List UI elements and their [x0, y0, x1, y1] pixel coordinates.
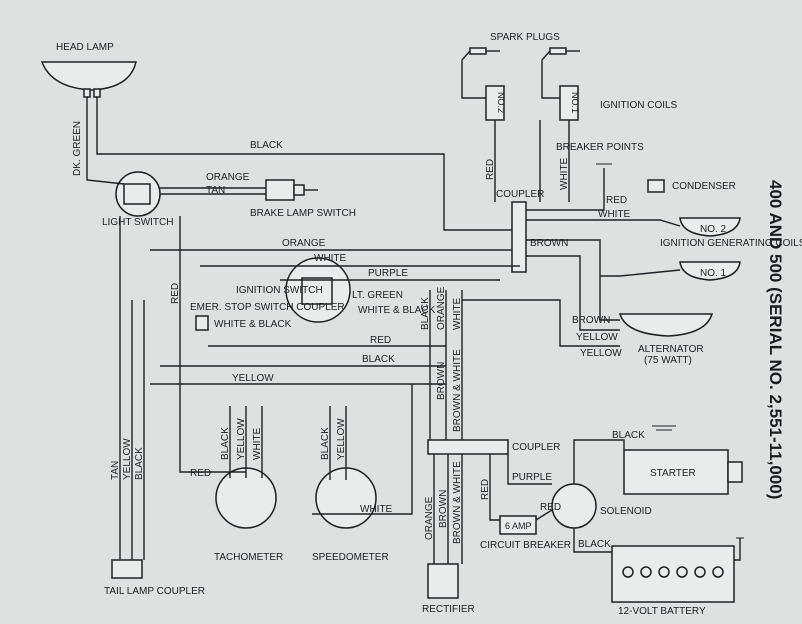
lower-brown-label: BROWN	[438, 490, 449, 528]
alt-yellow-2-label: YELLOW	[580, 348, 622, 359]
wire-dk-green-label: DK. GREEN	[72, 121, 83, 176]
tail-lamp-coupler-label: TAIL LAMP COUPLER	[104, 586, 205, 597]
wire-white-black-label: WHITE & BLACK	[358, 305, 436, 316]
starter	[623, 449, 743, 495]
battery	[611, 545, 735, 603]
alternator-label: ALTERNATOR	[638, 344, 704, 355]
solenoid-purple-label: PURPLE	[512, 472, 552, 483]
breaker-white-label: WHITE	[598, 209, 631, 220]
upper-coupler-label: COUPLER	[496, 189, 544, 200]
light-switch	[115, 171, 161, 217]
coupler-brown-label: BROWN	[530, 238, 568, 249]
tach-black-label: BLACK	[220, 427, 231, 460]
wire-network	[86, 50, 741, 564]
coil-no1-label: NO.1	[570, 92, 580, 113]
wire-orange-long-label: ORANGE	[282, 238, 326, 249]
solenoid-label: SOLENOID	[600, 506, 652, 517]
bundle-brown-white-label: BROWN & WHITE	[452, 349, 463, 432]
gen-no2-label: NO. 2	[700, 224, 727, 235]
light-switch-label: LIGHT SWITCH	[102, 217, 173, 228]
tail-lamp-coupler	[111, 559, 143, 579]
coil-red-label: RED	[485, 159, 496, 180]
upper-coupler	[511, 201, 527, 273]
tachometer-label: TACHOMETER	[214, 552, 283, 563]
brake-lamp-switch-label: BRAKE LAMP SWITCH	[250, 208, 356, 219]
circuit-breaker	[499, 515, 537, 535]
amp6-label: 6 AMP	[505, 521, 532, 531]
lower-brown-white-label: BROWN & WHITE	[452, 461, 463, 544]
wire-red-vert-label: RED	[170, 283, 181, 304]
solenoid-red-label: RED	[540, 502, 561, 513]
diagram-title: 400 AND 500 (SERIAL NO. 2,551-11,000)	[766, 180, 785, 499]
head-lamp-label: HEAD LAMP	[56, 42, 114, 53]
battery-label: 12-VOLT BATTERY	[618, 606, 706, 617]
wire-white-label: WHITE	[314, 253, 347, 264]
ignition-switch-label: IGNITION SWITCH	[236, 285, 323, 296]
spark-plugs-label: SPARK PLUGS	[490, 32, 560, 43]
wire-black-label: BLACK	[250, 140, 283, 151]
breaker-points-label: BREAKER POINTS	[556, 142, 644, 153]
bundle-black-label: BLACK	[420, 297, 431, 330]
lower-red-label: RED	[480, 479, 491, 500]
bundle-brown-label: BROWN	[436, 362, 447, 400]
tach-white-label: WHITE	[252, 427, 263, 460]
wire-purple-label: PURPLE	[368, 268, 408, 279]
circuit-breaker-label: CIRCUIT BREAKER	[480, 540, 571, 551]
generating-coil-no1	[679, 261, 741, 281]
wire-tan-vert-label: TAN	[110, 461, 121, 480]
condenser-label: CONDENSER	[672, 181, 736, 192]
breaker-red-label: RED	[606, 195, 627, 206]
wire-orange-label: ORANGE	[206, 172, 250, 183]
starter-label: STARTER	[650, 468, 696, 479]
rectifier	[427, 563, 459, 599]
wire-black-2-label: BLACK	[362, 354, 395, 365]
rectifier-label: RECTIFIER	[422, 604, 475, 615]
generating-coil-no2	[679, 217, 741, 237]
emer-stop-coupler	[195, 315, 209, 331]
coil-no2-label: NO.2	[496, 92, 506, 113]
tach-red-label: RED	[190, 468, 211, 479]
condenser-icon	[647, 179, 665, 193]
wire-yellow-label: YELLOW	[232, 373, 274, 384]
brake-lamp-switch	[265, 179, 318, 201]
battery-black-label: BLACK	[578, 539, 611, 550]
bundle-white-label: WHITE	[452, 297, 463, 330]
starter-black-label: BLACK	[612, 430, 645, 441]
spark-plug-icon	[469, 47, 580, 55]
bundle-orange-label: ORANGE	[436, 286, 447, 330]
emer-stop-label: EMER. STOP SWITCH COUPLER	[190, 302, 345, 313]
alt-yellow-label: YELLOW	[576, 332, 618, 343]
lower-coupler-label: COUPLER	[512, 442, 560, 453]
wire-tan-label: TAN	[206, 185, 225, 196]
wire-white-black-2-label: WHITE & BLACK	[214, 319, 292, 330]
speedometer-label: SPEEDOMETER	[312, 552, 389, 563]
tach-yellow-label: YELLOW	[236, 418, 247, 460]
wire-yellow-vert-label: YELLOW	[122, 438, 133, 480]
wire-red-label: RED	[370, 335, 391, 346]
ignition-coils-label: IGNITION COILS	[600, 100, 678, 111]
lower-coupler	[427, 439, 509, 455]
alternator-watt-label: (75 WATT)	[644, 355, 692, 366]
alt-brown-label: BROWN	[572, 315, 610, 326]
lower-orange-label: ORANGE	[424, 496, 435, 540]
ignition-switch	[285, 257, 351, 323]
speedo-black-label: BLACK	[320, 427, 331, 460]
wire-labels: BLACK DK. GREEN ORANGE TAN ORANGE WHITE …	[72, 121, 645, 550]
speedo-white-label: WHITE	[360, 504, 393, 515]
head-lamp	[40, 61, 137, 98]
ignition-generating-coils-label: IGNITION GENERATING COILS	[660, 238, 802, 249]
gen-no1-label: NO. 1	[700, 268, 727, 279]
alternator	[618, 313, 714, 337]
wire-lt-green-label: LT. GREEN	[352, 290, 403, 301]
coil-white-label: WHITE	[559, 157, 570, 190]
wire-black-vert-label: BLACK	[134, 447, 145, 480]
speedo-yellow-label: YELLOW	[336, 418, 347, 460]
